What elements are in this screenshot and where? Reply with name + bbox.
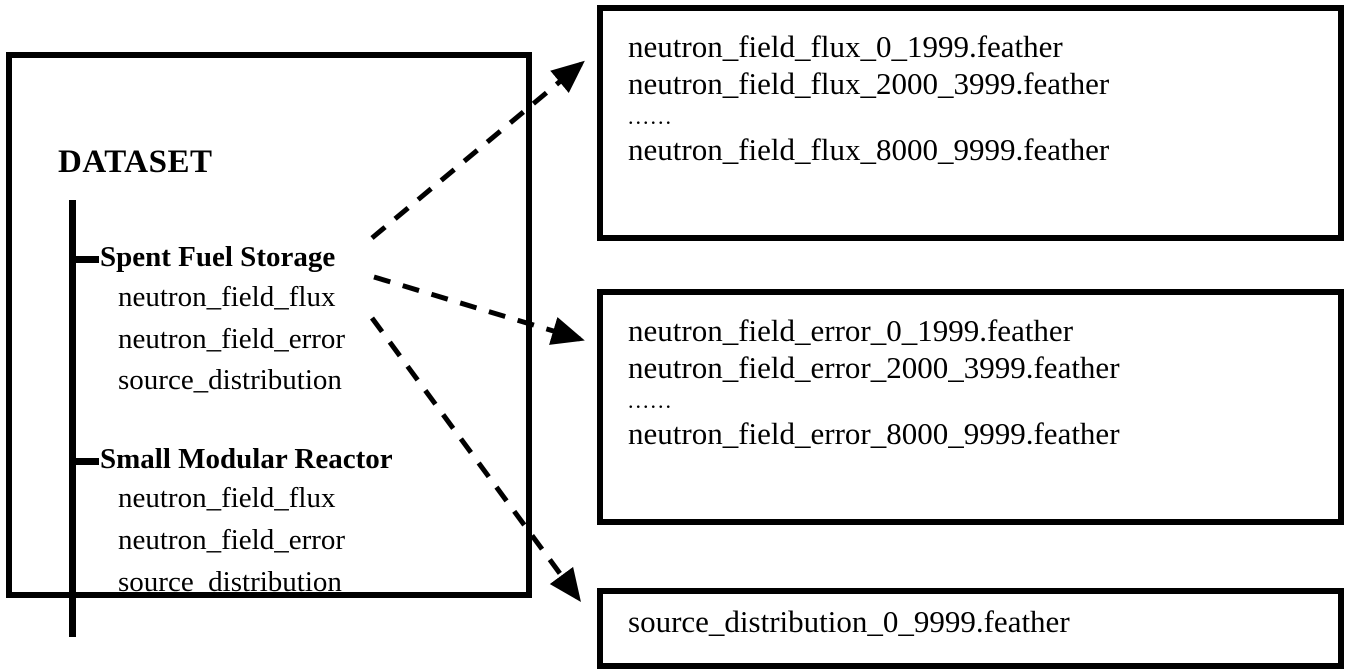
file-line: neutron_field_error_2000_3999.feather [628, 349, 1120, 385]
leaf-small-modular-reactor-source-distribution: source_distribution [118, 566, 342, 598]
leaf-spent-fuel-storage-neutron-field-error: neutron_field_error [118, 323, 346, 355]
group-title-small-modular-reactor: Small Modular Reactor [100, 443, 393, 475]
file-line: neutron_field_flux_0_1999.feather [628, 29, 1063, 64]
file-line: neutron_field_flux_2000_3999.feather [628, 65, 1110, 101]
tree-branch-tick-small-modular-reactor [69, 458, 99, 465]
leaf-spent-fuel-storage-neutron-field-flux: neutron_field_flux [118, 281, 336, 313]
file-line: neutron_field_error_8000_9999.feather [628, 415, 1120, 451]
leaf-small-modular-reactor-neutron-field-error: neutron_field_error [118, 524, 346, 556]
file-line-ellipsis: ...... [628, 388, 673, 414]
group-title-spent-fuel-storage: Spent Fuel Storage [100, 241, 336, 273]
file-line: neutron_field_error_0_1999.feather [628, 313, 1074, 348]
error-file-list: neutron_field_error_0_1999.feather neutr… [628, 313, 1328, 452]
error-file-box: neutron_field_error_0_1999.feather neutr… [597, 289, 1344, 525]
source-file-box: source_distribution_0_9999.feather [597, 588, 1344, 669]
dataset-box: DATASET Spent Fuel Storage neutron_field… [6, 52, 532, 637]
leaf-small-modular-reactor-neutron-field-flux: neutron_field_flux [118, 482, 336, 514]
source-file-list: source_distribution_0_9999.feather [628, 604, 1328, 641]
file-line-ellipsis: ...... [628, 104, 673, 130]
leaf-spent-fuel-storage-source-distribution: source_distribution [118, 364, 342, 396]
tree-trunk-line [69, 200, 76, 637]
flux-file-list: neutron_field_flux_0_1999.feather neutro… [628, 29, 1328, 168]
flux-file-box: neutron_field_flux_0_1999.feather neutro… [597, 5, 1344, 241]
file-line: neutron_field_flux_8000_9999.feather [628, 131, 1110, 167]
tree-branch-tick-spent-fuel-storage [69, 256, 99, 263]
dataset-title: DATASET [58, 144, 213, 180]
file-line: source_distribution_0_9999.feather [628, 604, 1070, 639]
